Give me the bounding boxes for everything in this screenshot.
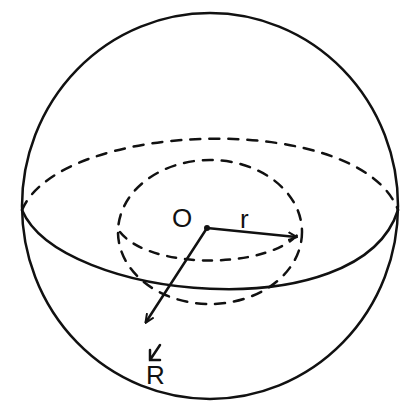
- inner-sphere: [118, 160, 302, 304]
- radius-R: [146, 228, 207, 322]
- figure-label: r: [240, 206, 249, 232]
- pointer-mark: [150, 345, 160, 360]
- sphere-outline: [22, 13, 398, 399]
- equator-back: [22, 139, 398, 210]
- figure-label: O: [172, 205, 192, 231]
- equator-front: [22, 210, 398, 289]
- radius-r: [207, 228, 296, 237]
- inner-equator: [120, 232, 300, 261]
- center-dot: [204, 225, 210, 231]
- figure-label: R: [146, 362, 165, 388]
